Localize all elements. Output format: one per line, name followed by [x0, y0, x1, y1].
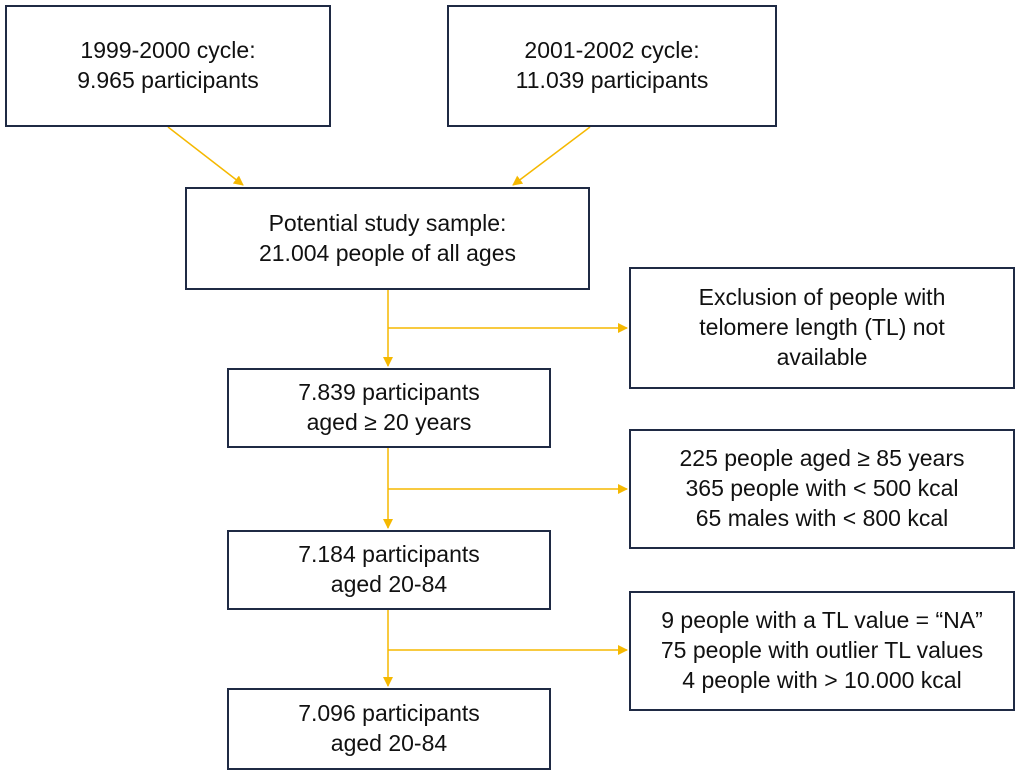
node-exclusion-age-kcal: 225 people aged ≥ 85 years 365 people wi… — [629, 429, 1015, 549]
node-aged-20-84-b: 7.096 participants aged 20-84 — [227, 688, 551, 770]
node-exclusion-tl: Exclusion of people with telomere length… — [629, 267, 1015, 389]
node-aged-20-plus: 7.839 participants aged ≥ 20 years — [227, 368, 551, 448]
node-cycle-1999: 1999-2000 cycle: 9.965 participants — [5, 5, 331, 127]
node-aged-20-84-a: 7.184 participants aged 20-84 — [227, 530, 551, 610]
arrow-cycle1999-to-potential — [167, 126, 244, 186]
arrow-cycle2001-to-potential — [512, 126, 591, 186]
node-potential-sample: Potential study sample: 21.004 people of… — [185, 187, 590, 290]
node-cycle-2001: 2001-2002 cycle: 11.039 participants — [447, 5, 777, 127]
node-exclusion-outliers: 9 people with a TL value = “NA” 75 peopl… — [629, 591, 1015, 711]
